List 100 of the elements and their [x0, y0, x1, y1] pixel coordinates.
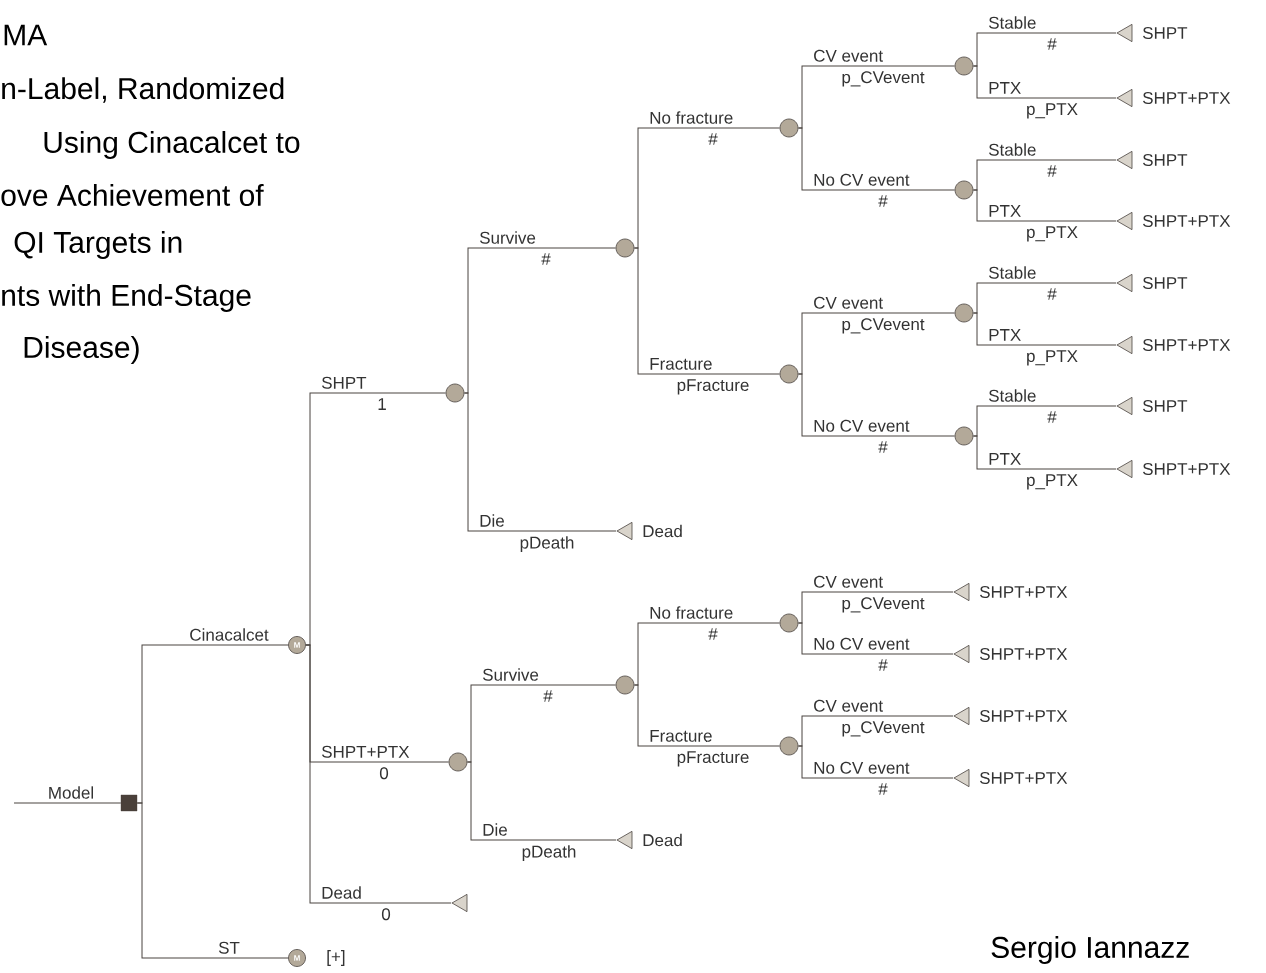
outcome-label: SHPT+PTX	[980, 648, 1068, 660]
probability-label: p_PTX	[1027, 226, 1078, 242]
branch-label: SHPT+PTX	[322, 745, 410, 758]
outcome-label: SHPT	[1143, 277, 1188, 289]
chance-circle	[954, 426, 974, 446]
branch-line	[13, 802, 122, 804]
terminal-triangle	[1116, 459, 1133, 479]
branch-label: Stable	[989, 16, 1036, 29]
branch-label: PTX	[989, 453, 1021, 465]
branch-label: No CV event	[814, 761, 910, 774]
terminal-triangle	[1116, 396, 1133, 416]
branch-label: No CV event	[814, 637, 910, 650]
terminal-triangle	[1116, 23, 1133, 43]
branch-line	[463, 392, 617, 532]
probability-label: #	[1047, 165, 1057, 177]
author-name: Sergio Iannazz	[991, 936, 1189, 964]
branch-line	[972, 435, 1117, 470]
terminal-triangle	[1116, 273, 1133, 293]
probability-label: #	[1047, 288, 1057, 300]
branch-label: Stable	[989, 143, 1036, 156]
probability-label: #	[1047, 411, 1057, 423]
outcome-label: SHPT+PTX	[1143, 463, 1231, 475]
branch-line	[633, 247, 781, 375]
terminal-triangle	[616, 830, 633, 850]
branch-label: Model	[49, 786, 93, 799]
branch-line	[633, 684, 781, 747]
outcome-label: SHPT+PTX	[980, 710, 1068, 722]
probability-label: p_PTX	[1027, 474, 1078, 490]
outcome-label: [+]	[327, 950, 345, 966]
outcome-label: Dead	[643, 524, 682, 538]
outcome-label: SHPT+PTX	[980, 772, 1068, 784]
probability-label: #	[878, 659, 888, 671]
terminal-triangle	[953, 582, 970, 602]
probability-label: p_PTX	[1027, 350, 1078, 366]
chance-circle	[779, 613, 799, 633]
branch-label: No CV event	[814, 419, 910, 432]
terminal-triangle	[953, 644, 970, 664]
branch-line	[972, 189, 1117, 222]
probability-label: #	[541, 253, 551, 265]
branch-line	[305, 644, 452, 904]
outcome-label: Dead	[643, 833, 682, 847]
branch-label: CV event	[814, 575, 883, 588]
title-line: Using Cinacalcet to	[44, 131, 300, 159]
terminal-triangle	[953, 768, 970, 788]
probability-label: #	[708, 628, 718, 640]
branch-label: Stable	[989, 266, 1036, 279]
probability-label: p_CVevent	[842, 71, 925, 87]
probability-label: pFracture	[677, 751, 749, 767]
probability-label: #	[878, 441, 888, 453]
branch-line	[972, 312, 1117, 346]
probability-label: 0	[381, 908, 391, 921]
chance-circle	[954, 180, 974, 200]
title-line: ove Achievement of	[1, 184, 264, 206]
chance-circle	[615, 238, 635, 258]
chance-circle	[615, 675, 635, 695]
branch-label: PTX	[989, 205, 1021, 217]
branch-label: CV event	[814, 699, 883, 712]
terminal-triangle	[1116, 150, 1133, 170]
branch-label: Survive	[483, 668, 539, 681]
branch-line	[797, 127, 956, 191]
probability-label: #	[878, 783, 888, 795]
probability-label: p_PTX	[1027, 103, 1078, 119]
decision-square	[120, 794, 138, 812]
branch-label: Fracture	[650, 729, 712, 742]
outcome-label: SHPT+PTX	[1143, 214, 1231, 227]
branch-label: CV event	[814, 296, 883, 309]
terminal-triangle	[616, 521, 633, 541]
probability-label: pDeath	[522, 845, 576, 862]
terminal-triangle	[1116, 88, 1133, 108]
terminal-triangle	[1116, 335, 1133, 355]
title-line: n-Label, Randomized	[2, 77, 284, 103]
title-line: nts with End-Stage	[2, 284, 251, 312]
chance-circle	[954, 303, 974, 323]
branch-label: Stable	[989, 389, 1036, 402]
outcome-label: SHPT+PTX	[980, 586, 1068, 598]
outcome-label: SHPT+PTX	[1143, 339, 1231, 351]
branch-line	[972, 65, 1117, 99]
branch-label: ST	[218, 941, 240, 954]
probability-label: #	[543, 690, 553, 702]
branch-line	[136, 802, 289, 959]
title-line: Disease)	[24, 336, 139, 364]
chance-circle	[448, 752, 468, 772]
probability-label: pFracture	[677, 379, 749, 395]
probability-label: p_CVevent	[842, 318, 925, 334]
probability-label: 0	[379, 767, 389, 780]
branch-line	[466, 761, 617, 841]
chance-circle	[779, 364, 799, 384]
terminal-triangle	[953, 706, 970, 726]
probability-label: #	[878, 195, 888, 207]
branch-label: No fracture	[650, 606, 733, 619]
outcome-label: SHPT	[1143, 154, 1188, 166]
branch-label: PTX	[989, 82, 1021, 94]
outcome-label: SHPT	[1143, 26, 1188, 39]
terminal-triangle	[451, 893, 468, 913]
probability-label: p_CVevent	[842, 597, 925, 613]
branch-label: CV event	[814, 49, 883, 62]
outcome-label: SHPT	[1143, 400, 1188, 412]
probability-label: 1	[378, 398, 386, 410]
chance-circle	[779, 118, 799, 138]
branch-label: Survive	[480, 231, 536, 244]
